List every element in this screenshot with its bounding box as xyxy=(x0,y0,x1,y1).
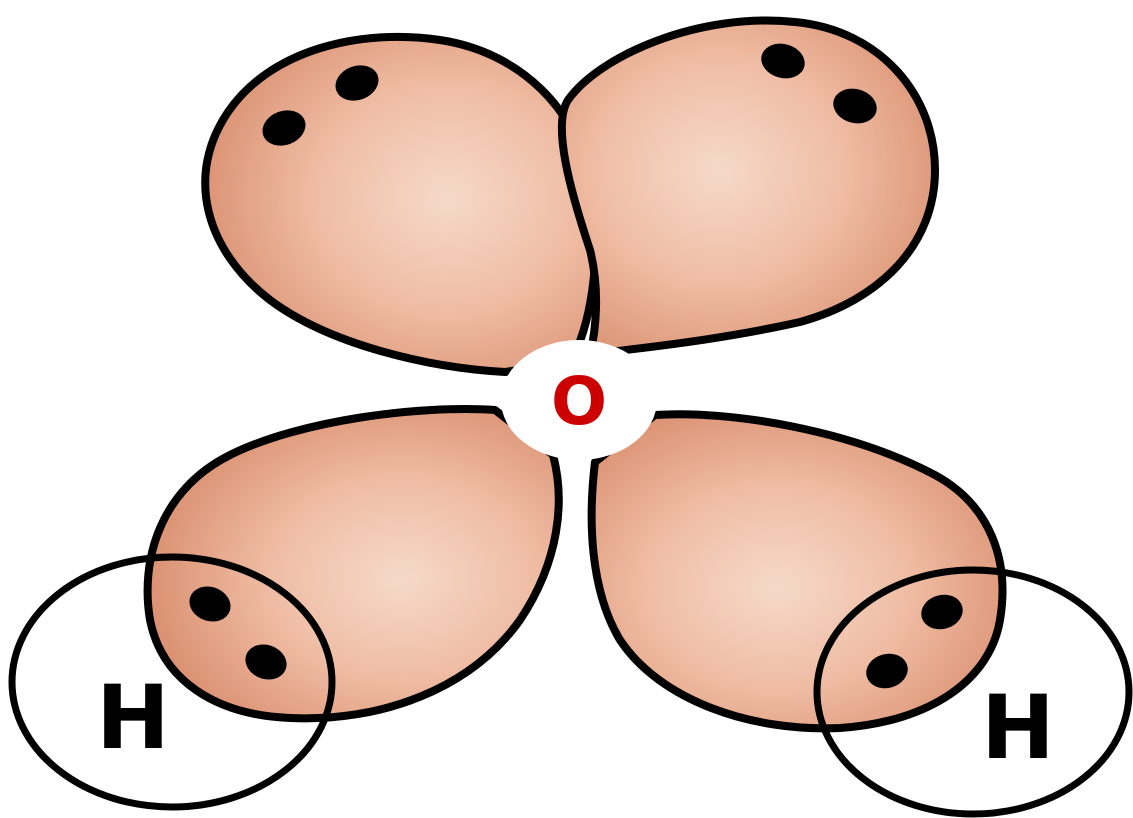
lobe-top-left xyxy=(205,37,595,372)
hydrogen-label-right: H xyxy=(981,676,1055,779)
oxygen-label: O xyxy=(551,363,607,440)
lobe-top-right xyxy=(562,21,935,355)
hydrogen-label-left: H xyxy=(96,666,170,769)
